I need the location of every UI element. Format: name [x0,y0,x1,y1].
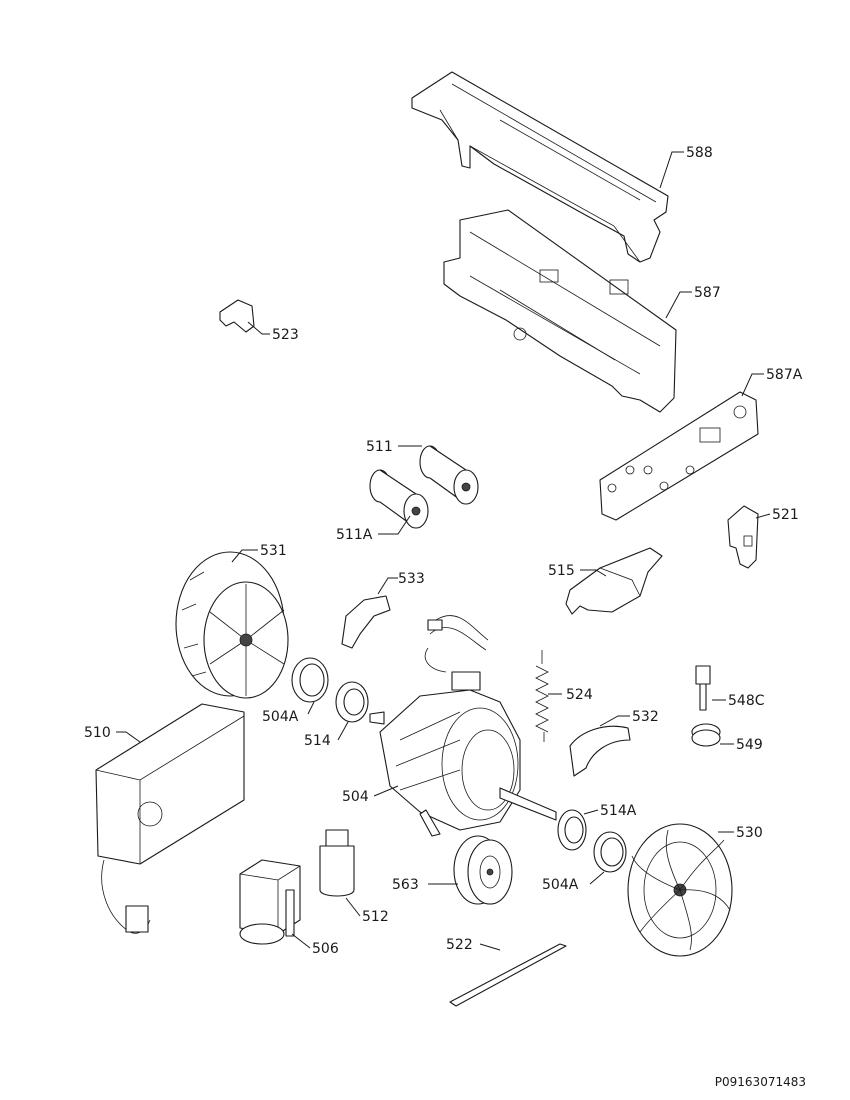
callout-514A: 514A [600,803,637,819]
part-532-shield [569,725,631,777]
part-531-fan-wheel [175,551,289,699]
callout-548C: 548C [728,693,765,709]
part-530-fan-wheel [627,823,733,957]
callout-530: 530 [736,825,763,841]
callout-504A-right: 504A [542,877,579,893]
callout-532: 532 [632,709,659,725]
part-504A-ring-left [291,657,329,703]
callout-labels: 588 587 587A 523 511 511A 521 515 531 53… [84,145,803,957]
callout-514: 514 [304,733,331,749]
part-524-spring [535,650,549,742]
callout-504A-left: 504A [262,709,299,725]
part-510-frame [95,703,245,934]
callout-588: 588 [686,145,713,161]
part-533-strap [341,595,391,649]
part-523-clip [219,299,255,333]
part-506-pump [239,859,301,945]
part-521-connector [727,505,759,569]
part-511-capacitor [419,445,479,505]
callout-523: 523 [272,327,299,343]
part-522-strip [449,943,567,1007]
callout-524: 524 [566,687,593,703]
callout-563: 563 [392,877,419,893]
callout-511: 511 [366,439,393,455]
callout-515: 515 [548,563,575,579]
part-548C-sensor [695,665,711,711]
part-563-pulley [453,835,513,905]
callout-512: 512 [362,909,389,925]
part-588-top-cover [411,71,669,263]
callout-587A: 587A [766,367,803,383]
part-504A-ring-right [593,831,627,873]
callout-533: 533 [398,571,425,587]
part-511A-capacitor [369,469,429,529]
part-504-motor [369,689,557,837]
callout-522: 522 [446,937,473,953]
part-587-module-housing [443,209,677,413]
callout-531: 531 [260,543,287,559]
part-514A-bearing [557,809,587,851]
callout-510: 510 [84,725,111,741]
callout-511A: 511A [336,527,373,543]
part-515-bracket [565,547,663,615]
part-514-bearing [335,681,369,723]
leader-lines [116,151,771,951]
callout-549: 549 [736,737,763,753]
part-wiring-loom [424,615,489,691]
callout-521: 521 [772,507,799,523]
part-587A-circuit-board [599,391,759,521]
callout-506: 506 [312,941,339,957]
callout-587: 587 [694,285,721,301]
callout-504: 504 [342,789,369,805]
drawing-code: P09163071483 [715,1075,806,1089]
part-512-filter [319,829,355,897]
part-549-grommet [691,723,721,747]
